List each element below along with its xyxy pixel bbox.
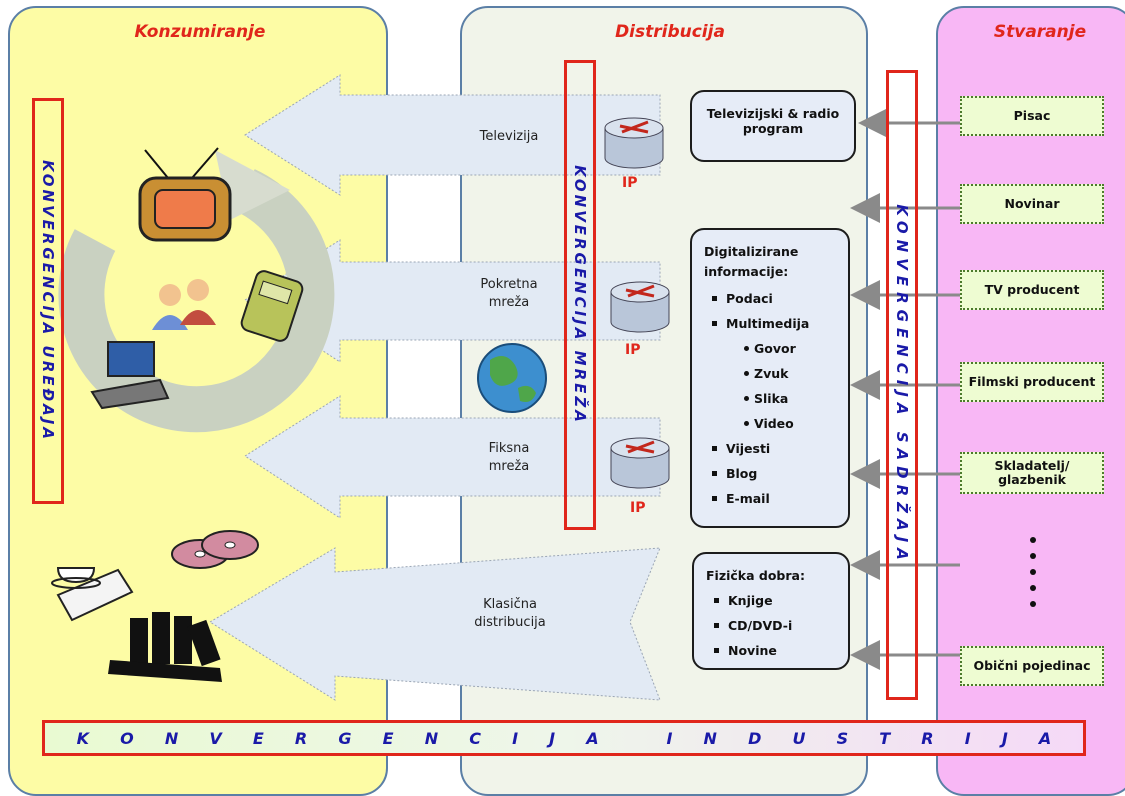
laptop-icon [90,341,170,410]
list-item: E-mail [712,486,848,511]
banner-letter: I [512,728,519,748]
banner-letter: S [836,728,849,748]
list-item: Zvuk [744,361,848,386]
banner-letter: I [666,728,673,748]
list-item: Knjige [714,588,848,613]
content-convergence-frame: KONVERGENCIJA SADRŽAJA [886,70,918,700]
distribution-title: Distribucija [615,22,725,42]
ellipsis-dots [1030,537,1036,607]
list-item: Novine [714,638,848,663]
router-icon [610,437,670,489]
list-item: Video [744,411,848,436]
ip-label: IP [630,500,646,516]
arrow-television [244,74,661,196]
list-item: Slika [744,386,848,411]
list-item: CD/DVD-i [714,613,848,638]
network-convergence-frame: KONVERGENCIJA MREŽA [564,60,596,530]
content-connectors [850,108,960,670]
physical-goods-box: Fizička dobra: Knjige CD/DVD-i Novine [692,552,850,670]
banner-letter: E [382,728,394,748]
list-item: Vijesti [712,436,848,461]
banner-letter: N [424,728,439,748]
people-icon [152,279,216,330]
coffee-newspaper-icon [51,567,134,622]
device-convergence-frame: KONVERGENCIJA UREĐAJA [32,98,64,504]
content-convergence-label: KONVERGENCIJA SADRŽAJA [893,204,911,566]
banner-letter: N [703,728,717,748]
router-icon [610,281,670,333]
creation-title: Stvaranje [993,22,1087,42]
list-item: Podaci [712,286,848,311]
consumption-title: Konzumiranje [134,22,266,42]
tv-icon [138,147,232,242]
banner-letter: T [879,728,891,748]
banner-letter: C [469,728,481,748]
cd-icon [171,530,259,569]
banner-letter: A [586,728,599,748]
banner-letter: V [209,728,222,748]
device-cycle-icon [58,150,335,433]
banner-letter: D [748,728,762,748]
banner-letter: U [792,728,806,748]
banner-letter: J [549,728,556,748]
digital-info-box: Digitalizirane informacije: Podaci Multi… [690,228,850,528]
banner-letter: K [76,728,89,748]
list-item: Govor [744,336,848,361]
creator-journalist: Novinar [960,184,1104,224]
diagram-graphics [51,74,1036,701]
ip-label: IP [622,175,638,191]
creator-film-producer: Filmski producent [960,362,1104,402]
router-icon [604,117,664,169]
banner-letter: I [964,728,971,748]
globe-icon [477,343,547,413]
creator-writer: Pisac [960,96,1104,136]
tv-radio-box: Televizijski & radio program [690,90,856,162]
banner-letter: O [120,728,134,748]
list-item: Multimedija [712,311,848,336]
list-item: Blog [712,461,848,486]
banner-letter: A [1038,728,1052,748]
arrow-label-television: Televizija [479,129,539,144]
books-icon [108,612,222,682]
banner-letter: R [294,728,308,748]
ip-label: IP [625,342,641,358]
arrow-fixed-network [244,395,661,519]
network-convergence-label: KONVERGENCIJA MREŽA [571,165,589,425]
banner-letter: G [338,728,352,748]
device-convergence-label: KONVERGENCIJA UREĐAJA [39,160,57,442]
banner-letter: R [921,728,934,748]
creator-individual: Obični pojedinac [960,646,1104,686]
banner-letter: J [1001,728,1008,748]
mobile-phone-icon [240,270,304,342]
arrow-classic-distribution [209,547,661,701]
creator-tv-producer: TV producent [960,270,1104,310]
banner-letter: E [252,728,264,748]
creator-composer: Skladatelj/ glazbenik [960,452,1104,494]
banner-letter [630,729,636,748]
banner-letter: N [164,728,179,748]
